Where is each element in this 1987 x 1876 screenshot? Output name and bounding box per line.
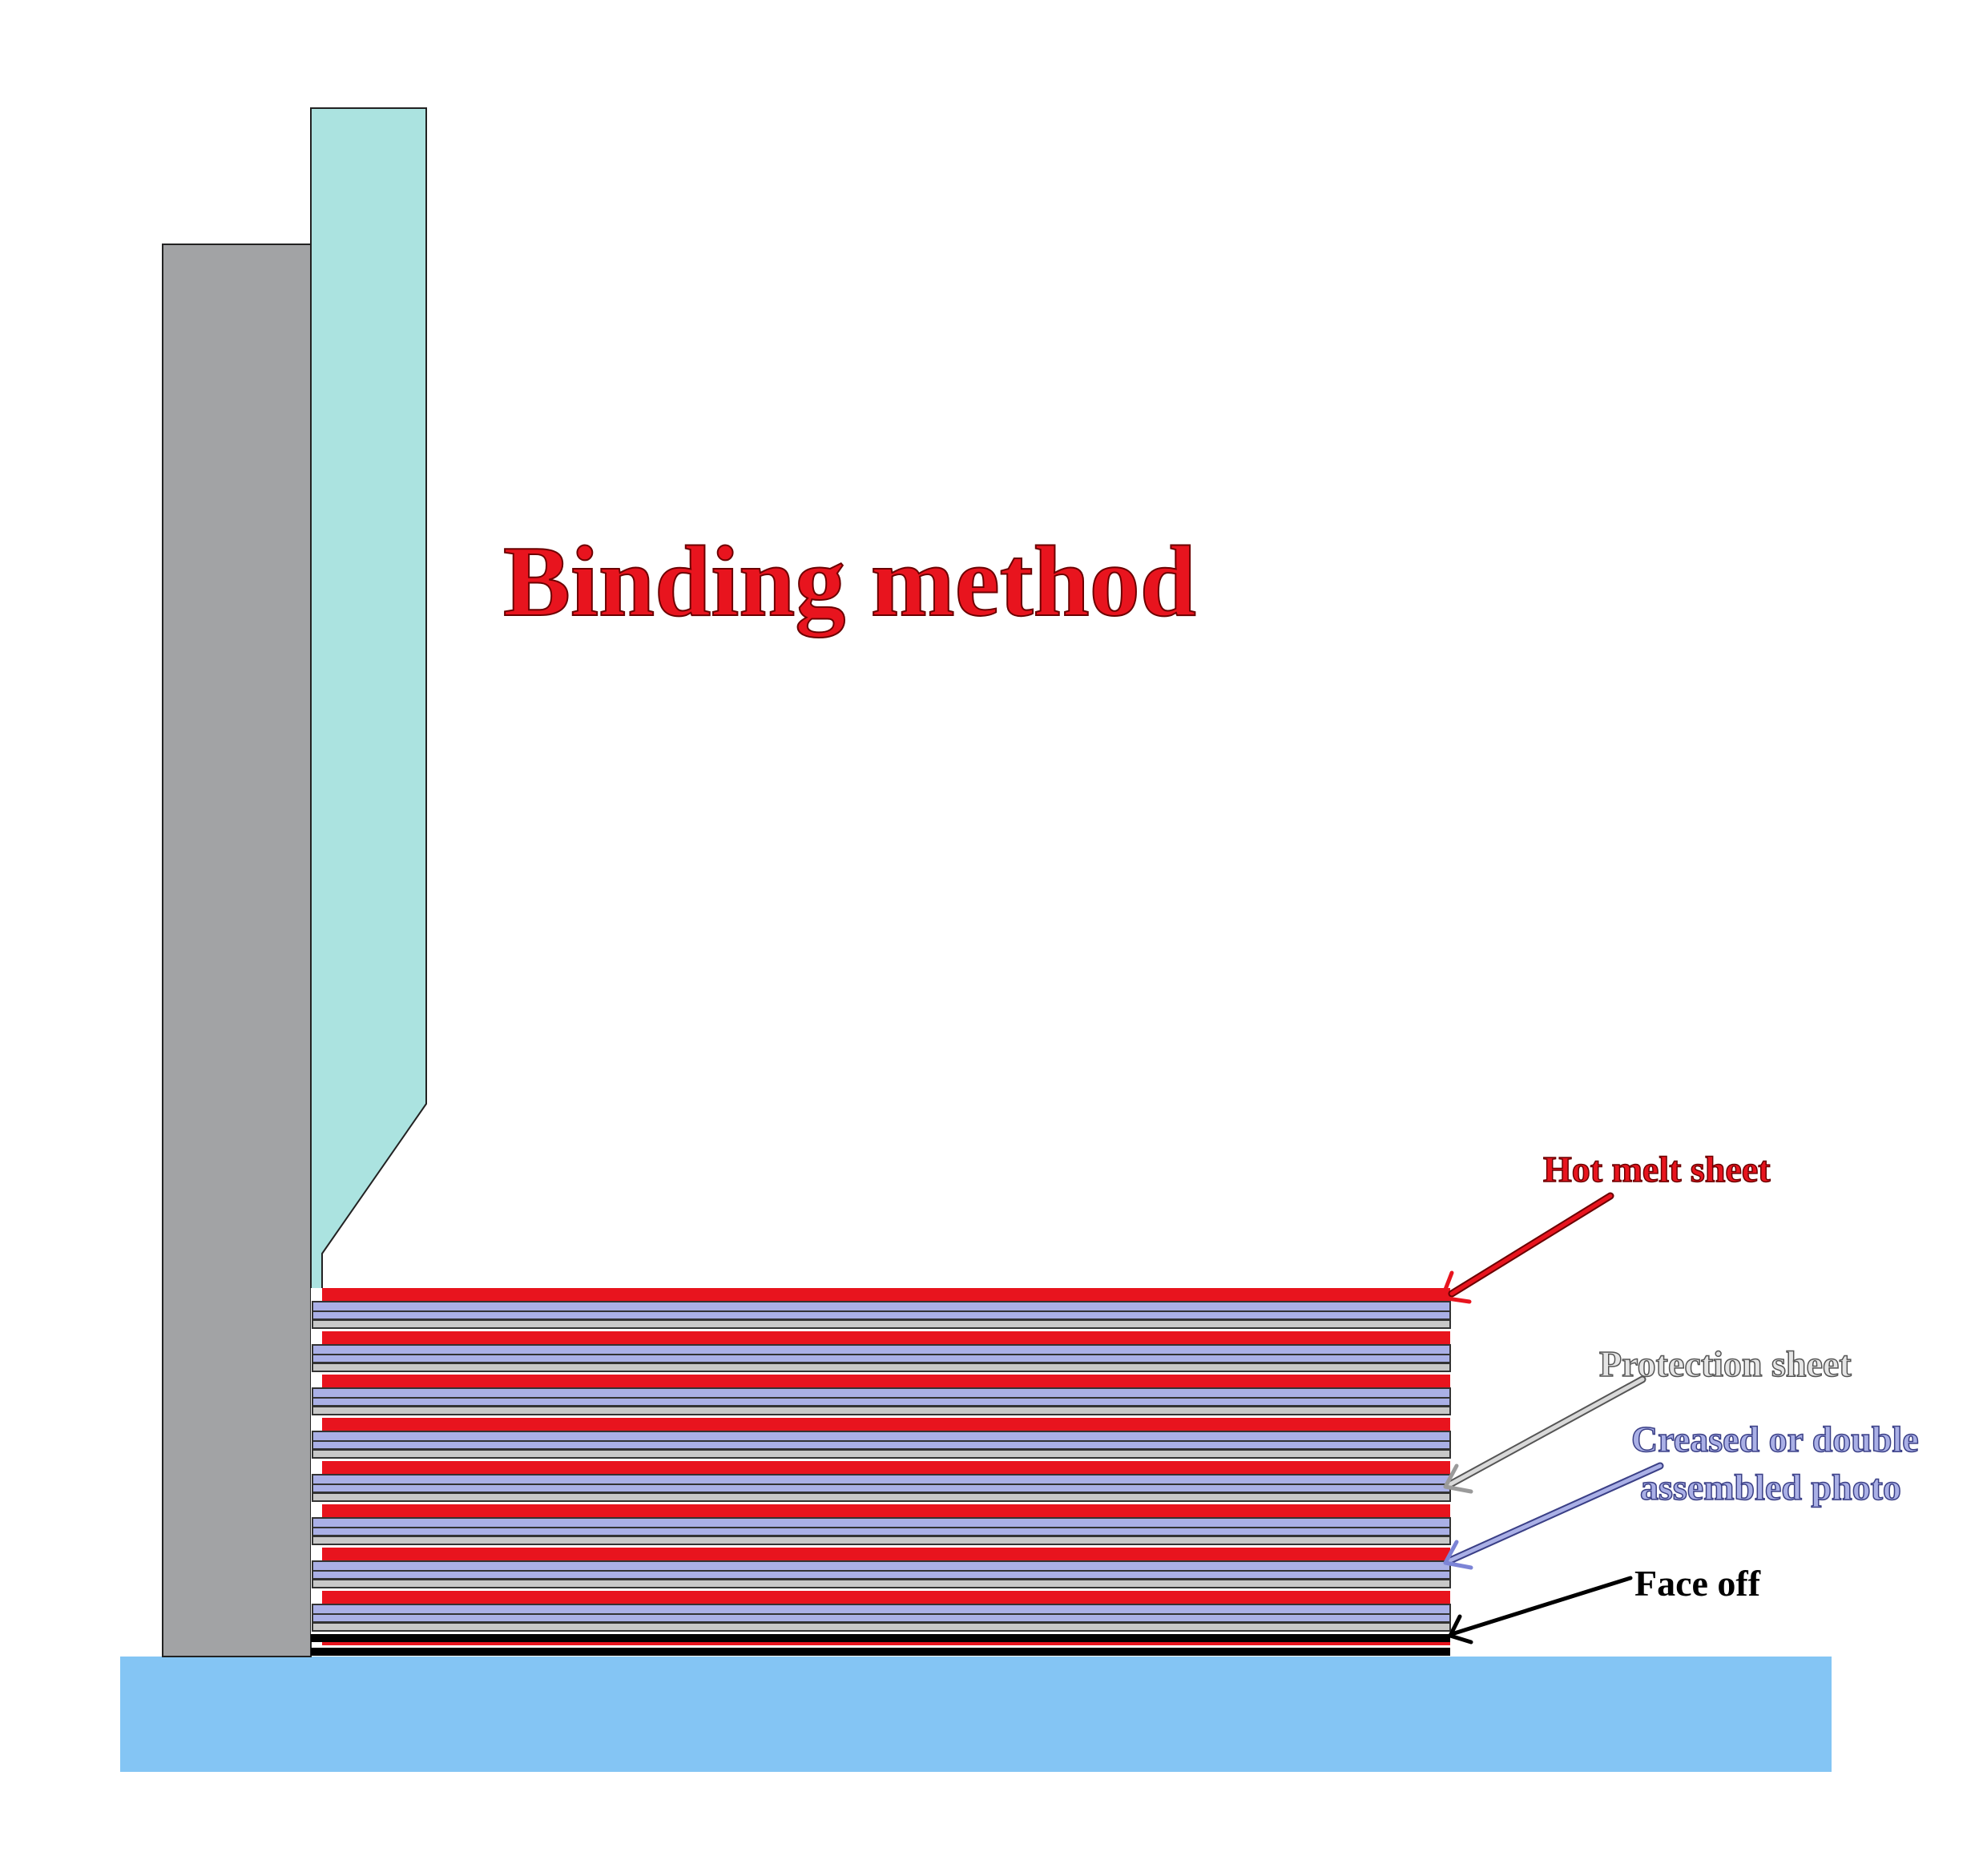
photo-sheet xyxy=(312,1431,1451,1442)
photo-sheet xyxy=(312,1397,1451,1407)
photo-sheet xyxy=(312,1301,1451,1312)
photo-sheet xyxy=(312,1387,1451,1399)
hot-melt-sheet xyxy=(322,1504,1450,1517)
face-off-arrow xyxy=(1448,1576,1633,1645)
photo-sheet xyxy=(312,1560,1451,1572)
hot-melt-sheet xyxy=(322,1288,1450,1301)
photo-sheet xyxy=(312,1440,1451,1450)
hot-melt-sheet xyxy=(322,1418,1450,1431)
photo-sheet xyxy=(312,1483,1451,1493)
face-off-sheet-upper xyxy=(311,1634,1450,1642)
diagram-title: Binding method xyxy=(503,526,1196,638)
hot-melt-sheet xyxy=(322,1461,1450,1474)
protection-sheet xyxy=(312,1536,1451,1545)
hot-melt-sheet xyxy=(322,1331,1450,1344)
face-off-sheet-lower xyxy=(311,1648,1450,1656)
photo-sheet xyxy=(312,1613,1451,1623)
hot-melt-sheet xyxy=(322,1548,1450,1560)
protection-arrow xyxy=(1443,1375,1646,1494)
photo-sheet xyxy=(312,1517,1451,1528)
photo-sheet xyxy=(312,1354,1451,1363)
protection-sheet-label: Protection sheet xyxy=(1599,1343,1852,1384)
hot-melt-sheet xyxy=(322,1591,1450,1604)
protection-sheet xyxy=(312,1579,1451,1588)
protection-sheet xyxy=(312,1492,1451,1502)
hot-melt-arrow xyxy=(1440,1192,1614,1304)
protection-sheet xyxy=(312,1622,1451,1632)
gray-clamp-block xyxy=(162,244,312,1657)
protection-sheet xyxy=(312,1406,1451,1415)
creased-photo-arrow xyxy=(1443,1462,1664,1570)
creased-photo-label-line1: Creased or double xyxy=(1631,1419,1919,1459)
protection-sheet xyxy=(312,1319,1451,1329)
photo-sheet xyxy=(312,1310,1451,1320)
base-platform xyxy=(120,1657,1832,1772)
photo-sheet xyxy=(312,1344,1451,1355)
sheet-stack xyxy=(311,1288,1451,1645)
photo-sheet xyxy=(312,1474,1451,1485)
photo-sheet xyxy=(312,1604,1451,1615)
face-off-label: Face off xyxy=(1634,1563,1761,1604)
creased-photo-label-line2: assembled photo xyxy=(1640,1467,1901,1508)
hot-melt-sheet xyxy=(322,1375,1450,1387)
hot-melt-sheet-label: Hot melt sheet xyxy=(1543,1149,1771,1190)
protection-sheet xyxy=(312,1449,1451,1459)
cyan-press-block xyxy=(310,107,427,1300)
photo-sheet xyxy=(312,1527,1451,1536)
protection-sheet xyxy=(312,1363,1451,1372)
photo-sheet xyxy=(312,1570,1451,1580)
